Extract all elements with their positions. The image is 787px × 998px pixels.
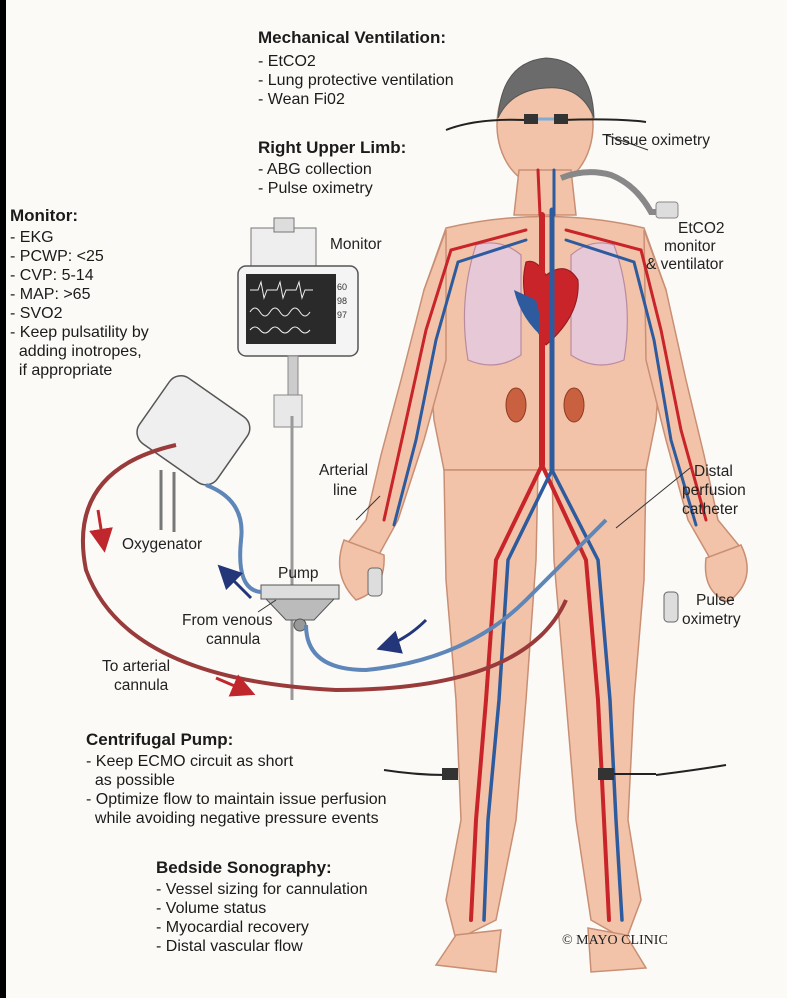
- oxygenator-to-pump-line: [206, 485, 261, 592]
- list-item: - SVO2: [10, 304, 149, 323]
- left-pulse-ox-clip: [664, 592, 678, 622]
- oxygenator-label: Oxygenator: [122, 536, 202, 555]
- list-item: - CVP: 5-14: [10, 266, 149, 285]
- to-arterial-label-2: cannula: [114, 677, 168, 696]
- arterial-line-label-1: Arterial: [319, 462, 368, 481]
- list-item: - Lung protective ventilation: [258, 71, 454, 90]
- list-item: - ABG collection: [258, 160, 373, 179]
- pump-label: Pump: [278, 565, 319, 584]
- list-item: - EtCO2: [258, 52, 454, 71]
- readout-2: 98: [337, 294, 347, 308]
- illustration-page: Mechanical Ventilation: - EtCO2 - Lung p…: [6, 0, 787, 998]
- leg-sensor-bands: [384, 765, 726, 780]
- list-item: while avoiding negative pressure events: [86, 809, 387, 828]
- monitor-title: Monitor:: [10, 206, 78, 226]
- etco2-sensor: [656, 202, 678, 218]
- list-item: - Pulse oximetry: [258, 179, 373, 198]
- list-item: - Vessel sizing for cannulation: [156, 880, 368, 899]
- copyright-notice: © MAYO CLINIC: [562, 933, 668, 949]
- from-venous-label-1: From venous: [182, 612, 272, 631]
- list-item: - MAP: >65: [10, 285, 149, 304]
- right-leg: [444, 470, 538, 940]
- list-item: - Optimize flow to maintain issue perfus…: [86, 790, 387, 809]
- etco2-line-3: & ventilator: [646, 256, 724, 275]
- etco2-line-1: EtCO2: [678, 220, 725, 239]
- distal-perfusion-label-3: catheter: [682, 501, 738, 520]
- list-item: - Keep pulsatility by: [10, 323, 149, 342]
- centrifugal-pump-list: - Keep ECMO circuit as short as possible…: [86, 752, 387, 828]
- list-item: - Myocardial recovery: [156, 918, 368, 937]
- right-arm: [346, 230, 446, 560]
- monitor-readouts: 60 98 97: [337, 280, 347, 322]
- tissue-oximetry-label: Tissue oximetry: [602, 132, 710, 151]
- etco2-line-2: monitor: [664, 238, 716, 257]
- readout-hr: 60: [337, 280, 347, 294]
- arterial-line-label-2: line: [333, 482, 357, 501]
- list-item: - EKG: [10, 228, 149, 247]
- right-foot: [436, 930, 501, 972]
- list-item: if appropriate: [10, 361, 149, 380]
- bedside-sonography-list: - Vessel sizing for cannulation - Volume…: [156, 880, 368, 956]
- distal-perfusion-label-2: perfusion: [682, 482, 746, 501]
- from-venous-label-2: cannula: [206, 631, 260, 650]
- flow-arrow-red-left: [98, 510, 104, 548]
- list-item: - Keep ECMO circuit as short: [86, 752, 387, 771]
- flow-arrow-blue-venous: [381, 620, 426, 648]
- list-item: - Wean Fi02: [258, 90, 454, 109]
- list-item: as possible: [86, 771, 387, 790]
- list-item: - PCWP: <25: [10, 247, 149, 266]
- ventilator-tube: [561, 172, 671, 212]
- monitor-list: - EKG - PCWP: <25 - CVP: 5-14 - MAP: >65…: [10, 228, 149, 380]
- list-item: - Volume status: [156, 899, 368, 918]
- right-upper-limb-title: Right Upper Limb:: [258, 138, 406, 158]
- monitor-label: Monitor: [330, 236, 382, 255]
- etco2-monitor-label: EtCO2: [678, 220, 725, 239]
- mechanical-ventilation-list: - EtCO2 - Lung protective ventilation - …: [258, 52, 454, 109]
- mechanical-ventilation-title: Mechanical Ventilation:: [258, 28, 446, 48]
- bedside-sonography-title: Bedside Sonography:: [156, 858, 332, 878]
- list-item: - Distal vascular flow: [156, 937, 368, 956]
- pulse-oximetry-label-2: oximetry: [682, 611, 741, 630]
- distal-perfusion-label-1: Distal: [694, 463, 733, 482]
- centrifugal-pump-device: [261, 585, 339, 631]
- readout-3: 97: [337, 308, 347, 322]
- right-upper-limb-list: - ABG collection - Pulse oximetry: [258, 160, 373, 198]
- right-pulse-ox-clip: [368, 568, 382, 596]
- to-arterial-label-1: To arterial: [102, 658, 170, 677]
- centrifugal-pump-title: Centrifugal Pump:: [86, 730, 233, 750]
- list-item: adding inotropes,: [10, 342, 149, 361]
- pulse-oximetry-label-1: Pulse: [696, 592, 735, 611]
